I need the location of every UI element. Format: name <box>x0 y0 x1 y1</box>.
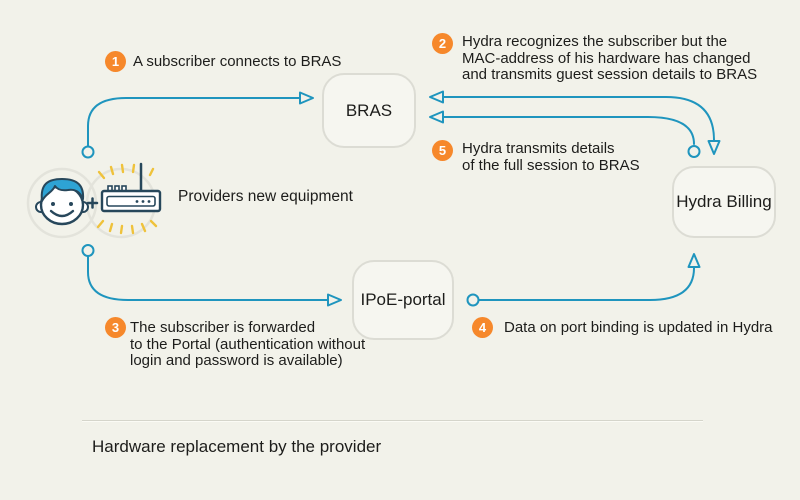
arrow-step-1 <box>87 97 301 147</box>
hydra-billing-node-label: Hydra Billing <box>676 192 772 211</box>
page-title: Hardware replacement by the provider <box>92 437 382 456</box>
arrowhead-step-4 <box>687 253 701 268</box>
step-5-badge: 5 <box>432 140 453 161</box>
arrow-step-2 <box>442 96 715 141</box>
step-2-text: Hydra recognizes the subscriber but the … <box>462 33 758 84</box>
arrow-step-5 <box>442 116 695 145</box>
arrow-step-4 <box>478 267 695 301</box>
step-4-badge: 4 <box>472 317 493 338</box>
step-1-line: A subscriber connects to BRAS <box>133 53 342 70</box>
router-icon <box>96 162 162 235</box>
step-3-line: to the Portal (authentication without <box>130 335 366 353</box>
arrowhead-step-2-down <box>707 140 721 155</box>
arrowhead-step-5 <box>429 110 444 124</box>
connector-dot-step-1 <box>81 145 95 159</box>
step-4-line: Data on port binding is updated in Hydra <box>504 319 773 336</box>
arrow-step-3 <box>87 256 329 301</box>
hydra-billing-node: Hydra Billing <box>672 166 776 238</box>
step-2-badge: 2 <box>432 33 453 54</box>
subscriber-icon <box>35 178 89 226</box>
step-2-line: MAC-address of his hardware has changed <box>462 49 751 67</box>
step-3-line: The subscriber is forwarded <box>130 319 316 336</box>
step-4-text: Data on port binding is updated in Hydra <box>504 319 773 337</box>
arrowhead-step-3 <box>327 293 342 307</box>
step-3-badge: 3 <box>105 317 126 338</box>
connector-dot-step-5 <box>687 145 701 158</box>
step-2-line: and transmits guest session details to B… <box>462 66 758 83</box>
step-5-line: Hydra transmits details <box>462 140 615 157</box>
equipment-icons <box>26 162 162 239</box>
bras-node: BRAS <box>322 73 416 148</box>
ipoe-portal-node-label: IPoE-portal <box>360 290 446 309</box>
connector-dot-step-4 <box>466 293 480 307</box>
ipoe-portal-node: IPoE-portal <box>352 260 454 340</box>
arrowhead-step-1 <box>299 91 314 105</box>
plus-icon <box>86 197 99 209</box>
step-3-text: The subscriber is forwarded to the Porta… <box>130 319 366 370</box>
equipment-label: Providers new equipment <box>178 188 353 205</box>
step-3-line: login and password is available) <box>130 352 343 369</box>
bras-node-label: BRAS <box>345 100 393 120</box>
divider-line <box>82 420 703 421</box>
router-rays <box>96 163 158 235</box>
step-5-line: of the full session to BRAS <box>462 156 640 174</box>
step-2-line: Hydra recognizes the subscriber but the <box>462 33 728 50</box>
step-1-text: A subscriber connects to BRAS <box>133 53 342 71</box>
step-5-text: Hydra transmits details of the full sess… <box>462 140 640 174</box>
connector-dot-step-3 <box>81 244 95 257</box>
arrow-layer <box>81 90 721 307</box>
step-1-badge: 1 <box>105 51 126 72</box>
arrowhead-step-2-left <box>429 90 444 104</box>
